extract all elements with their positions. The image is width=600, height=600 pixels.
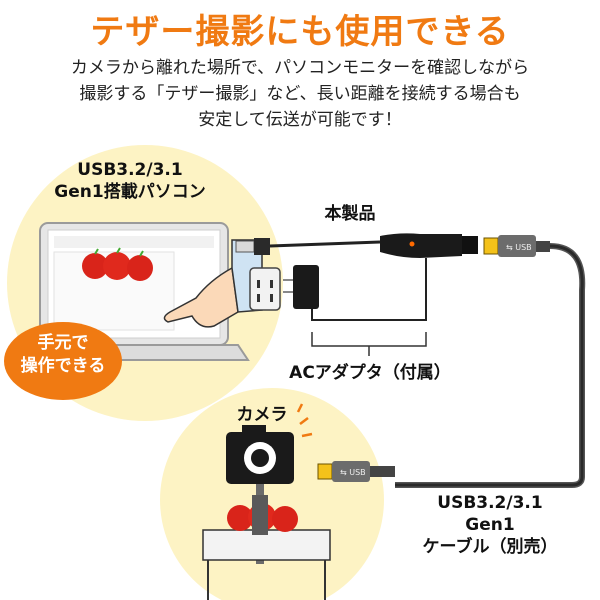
outlet-icon: [249, 267, 281, 311]
description-line-2: 撮影する「テザー撮影」など、長い距離を接続する場合も: [79, 84, 521, 104]
badge-line-2: 操作できる: [20, 356, 106, 376]
hands-on-badge: 手元で 操作できる: [4, 322, 122, 400]
svg-text:⇆ USB: ⇆ USB: [506, 243, 532, 252]
svg-text:⇆ USB: ⇆ USB: [340, 468, 366, 477]
ac-cable: [311, 258, 427, 321]
cable-label-line-3: ケーブル（別売）: [422, 537, 558, 557]
cable-label-line-1: USB3.2/3.1: [437, 493, 543, 513]
pc-label-line-2: Gen1搭載パソコン: [54, 182, 206, 202]
pc-label-line-1: USB3.2/3.1: [77, 160, 183, 180]
camera-usb-connector-icon: ⇆ USB: [317, 461, 395, 482]
usb-connector-icon: ⇆ USB: [395, 235, 586, 488]
badge-line-1: 手元で: [37, 333, 89, 353]
product-label: 本製品: [324, 204, 376, 224]
usb-plug-icon: [235, 238, 381, 255]
product-body-icon: [380, 233, 478, 258]
apple-icon: [82, 247, 153, 281]
pc-label: USB3.2/3.1 Gen1搭載パソコン: [30, 159, 230, 203]
ac-adapter-label: ACアダプタ（付属）: [289, 363, 451, 383]
cable-label: USB3.2/3.1 Gen1 ケーブル（別売）: [410, 492, 570, 558]
headline: テザー撮影にも使用できる: [90, 12, 510, 52]
description-line-1: カメラから離れた場所で、パソコンモニターを確認しながら: [70, 58, 530, 78]
camera-label: カメラ: [236, 405, 288, 425]
description-line-3: 安定して伝送が可能です！: [198, 110, 402, 130]
table-icon: [202, 495, 331, 600]
cable-label-line-2: Gen1: [465, 515, 515, 535]
ac-label-bracket: [311, 332, 427, 356]
ac-adapter-icon: [283, 265, 319, 309]
